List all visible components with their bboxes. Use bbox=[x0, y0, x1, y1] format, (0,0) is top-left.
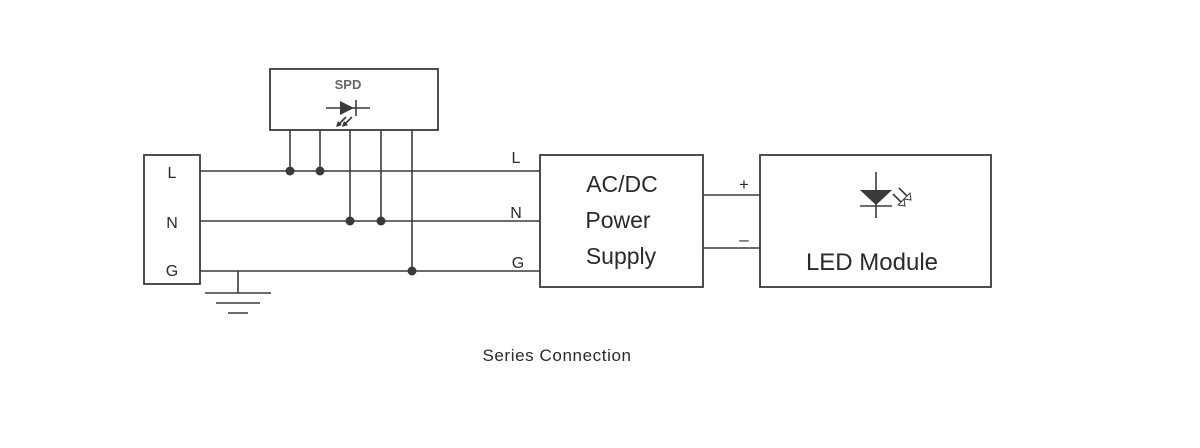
junction-dot bbox=[376, 216, 386, 226]
psu-label-line2: Power bbox=[585, 207, 651, 233]
ground-symbol bbox=[205, 271, 271, 314]
diagram-caption: Series Connection bbox=[482, 346, 631, 365]
psu-input-label-g: G bbox=[512, 255, 524, 272]
output-plus-label: + bbox=[739, 175, 749, 194]
psu-input-label-n: N bbox=[510, 205, 522, 222]
terminal-label-l: L bbox=[168, 165, 177, 182]
led-icon bbox=[860, 172, 912, 218]
psu-label-line1: AC/DC bbox=[586, 171, 658, 197]
spd-diode-icon bbox=[326, 100, 370, 127]
spd-box bbox=[269, 68, 439, 131]
power-supply-box bbox=[539, 154, 704, 288]
psu-input-label-l: L bbox=[512, 150, 521, 167]
junction-dot bbox=[285, 166, 295, 176]
input-terminal-block bbox=[143, 154, 201, 285]
psu-label-line3: Supply bbox=[586, 243, 657, 269]
terminal-label-n: N bbox=[166, 215, 178, 232]
output-minus-label: – bbox=[739, 230, 749, 249]
junction-dot bbox=[345, 216, 355, 226]
led-module-label: LED Module bbox=[806, 249, 938, 276]
led-module-box bbox=[759, 154, 992, 288]
junction-dot bbox=[315, 166, 325, 176]
spd-label: SPD bbox=[335, 77, 362, 92]
terminal-label-g: G bbox=[166, 263, 178, 280]
junction-dot bbox=[407, 266, 417, 276]
